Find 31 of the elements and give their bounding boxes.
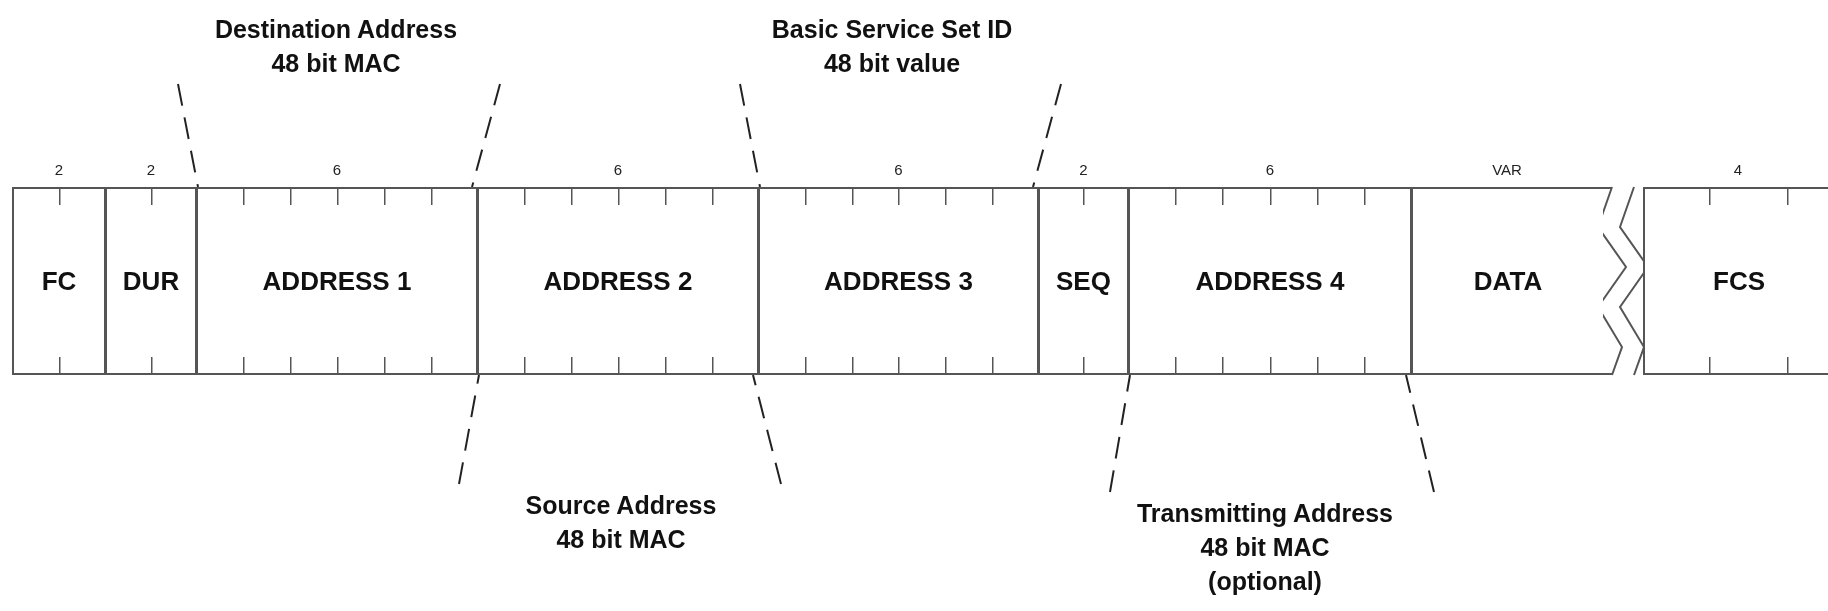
byte-count: 6 bbox=[893, 161, 904, 178]
field-description: Transmitting Address bbox=[1136, 498, 1394, 529]
field-name: FCS bbox=[1712, 265, 1766, 297]
field-name: ADDRESS 2 bbox=[542, 265, 694, 297]
byte-count: VAR bbox=[1491, 161, 1523, 178]
field-name: DATA bbox=[1472, 265, 1544, 297]
field-detail: 48 bit MAC bbox=[556, 524, 686, 555]
field-name: ADDRESS 3 bbox=[823, 265, 974, 297]
field-name: ADDRESS 4 bbox=[1194, 265, 1346, 297]
field-detail: 48 bit MAC bbox=[271, 48, 401, 79]
byte-count: 6 bbox=[1264, 161, 1276, 178]
field-description: Destination Address bbox=[214, 14, 458, 45]
field-name: FC bbox=[40, 265, 78, 297]
byte-count: 4 bbox=[1732, 161, 1744, 178]
leader-line bbox=[1109, 374, 1131, 493]
leader-line bbox=[177, 83, 199, 188]
byte-count: 2 bbox=[53, 161, 65, 178]
field-description: Source Address bbox=[525, 490, 717, 521]
field-detail: 48 bit value bbox=[823, 48, 961, 79]
field-name: ADDRESS 1 bbox=[261, 265, 413, 297]
leader-line bbox=[458, 374, 480, 485]
byte-count: 2 bbox=[145, 161, 157, 178]
leader-line bbox=[739, 83, 761, 188]
field-description: Basic Service Set ID bbox=[771, 14, 1013, 45]
field-name: DUR bbox=[121, 265, 181, 297]
byte-count: 6 bbox=[612, 161, 624, 178]
field-name: SEQ bbox=[1055, 265, 1112, 297]
byte-count: 2 bbox=[1078, 161, 1089, 178]
field-detail: 48 bit MAC bbox=[1200, 532, 1330, 563]
field-detail: (optional) bbox=[1208, 566, 1322, 597]
byte-count: 6 bbox=[331, 161, 343, 178]
